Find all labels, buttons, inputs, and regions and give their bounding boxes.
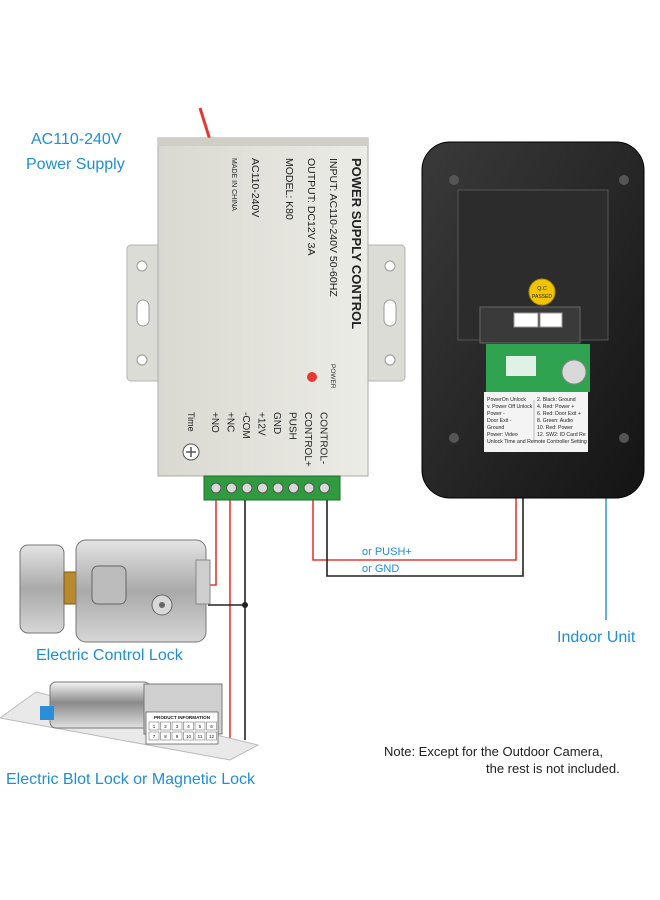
box-output: OUTPUT: DC12V 3A (305, 158, 317, 255)
info-cell-number: 10 (186, 734, 192, 739)
box-ac: AC110-240V (249, 158, 261, 217)
terminal-label: GND (271, 412, 282, 434)
svg-text:PRODUCT INFORMATION: PRODUCT INFORMATION (154, 715, 211, 720)
info-cell-number: 8 (164, 734, 167, 739)
info-cell (183, 721, 194, 731)
svg-text:Q.C: Q.C (537, 286, 547, 292)
label-indoor-unit: Indoor Unit (557, 629, 636, 646)
info-cell (206, 731, 217, 741)
terminal-screw (272, 482, 284, 494)
terminal-label: +NC (225, 412, 236, 432)
info-cell (160, 731, 171, 741)
terminal-screw (257, 482, 268, 494)
power-supply-box: POWER SUPPLY CONTROL INPUT: AC110-240V 5… (126, 137, 406, 501)
label-power-supply-2: Power Supply (26, 156, 125, 173)
box-input: INPUT: AC110-240V 50-60HZ (327, 158, 339, 297)
board-line: Ground (487, 425, 504, 431)
info-cell-number: 2 (164, 724, 167, 729)
terminal-label: CONTROL- (318, 412, 329, 464)
svg-text:Time: Time (186, 412, 196, 432)
info-cell-number: 1 (153, 724, 156, 729)
box-model: MODEL: K80 (283, 158, 295, 220)
terminal-screw (226, 482, 237, 494)
board-line: Door Exit - (487, 418, 512, 424)
info-cell (194, 721, 206, 731)
label-control-lock: Electric Control Lock (36, 647, 184, 664)
svg-text:POWER: POWER (329, 364, 336, 389)
terminal-label: +12V (256, 412, 267, 436)
terminal-label: -COM (240, 412, 251, 439)
terminal-screw (210, 482, 222, 494)
board-line: v. Power Off Unlock (487, 404, 533, 410)
board-line: Unlock Time and Remote Controller Settin… (487, 439, 587, 445)
terminal-screw (319, 482, 330, 494)
info-cell (148, 721, 160, 731)
info-cell (194, 731, 206, 741)
box-made: MADE IN CHINA (230, 158, 237, 211)
label-wire-push: or PUSH+ (362, 546, 412, 558)
info-cell-number: 5 (199, 724, 202, 729)
info-cell (171, 721, 183, 731)
info-cell-number: 12 (209, 734, 215, 739)
info-cell (148, 731, 160, 741)
board-label (484, 392, 588, 452)
info-cell (206, 721, 217, 731)
info-cell-number: 6 (210, 724, 213, 729)
info-cell-number: 3 (176, 724, 179, 729)
power-led (307, 372, 317, 382)
board-line: 12. SW2: ID Card Re (537, 432, 586, 438)
label-power-supply-1: AC110-240V (31, 131, 122, 148)
note-line-1: Note: Except for the Outdoor Camera, (384, 744, 603, 759)
board-line: 6. Red: Door Exit + (537, 411, 581, 417)
info-cell-number: 9 (176, 734, 179, 739)
board-line: Power: Video (487, 432, 518, 438)
label-wire-gnd: or GND (362, 563, 399, 575)
info-cell-number: 11 (198, 734, 203, 739)
wire-no (208, 490, 217, 586)
terminal-screw (303, 482, 315, 494)
board-line: 8. Green: Audio (537, 418, 573, 424)
terminal-screw (288, 482, 299, 494)
board-line: PowerOn Unlock (487, 397, 526, 403)
svg-text:PASSED: PASSED (532, 294, 552, 300)
electric-control-lock (19, 539, 211, 643)
terminal-label: +NO (209, 412, 220, 433)
note-line-2: the rest is not included. (486, 761, 620, 776)
terminal-label: PUSH (287, 412, 298, 440)
info-cell (160, 721, 171, 731)
terminal-label: CONTROL+ (302, 412, 313, 467)
terminal-screw (241, 482, 253, 494)
qc-sticker (528, 278, 556, 306)
board-line: 2. Black: Ground (537, 397, 576, 403)
info-cell-number: 7 (153, 734, 156, 739)
info-cell-number: 4 (187, 724, 190, 729)
board-line: 4. Red: Power + (537, 404, 574, 410)
info-cell (183, 731, 194, 741)
box-title: POWER SUPPLY CONTROL (349, 158, 364, 329)
info-cell (171, 731, 183, 741)
board-line: 10. Red: Power (537, 425, 573, 431)
label-bolt-lock: Electric Blot Lock or Magnetic Lock (6, 771, 256, 788)
board-line: Power - (487, 411, 505, 417)
